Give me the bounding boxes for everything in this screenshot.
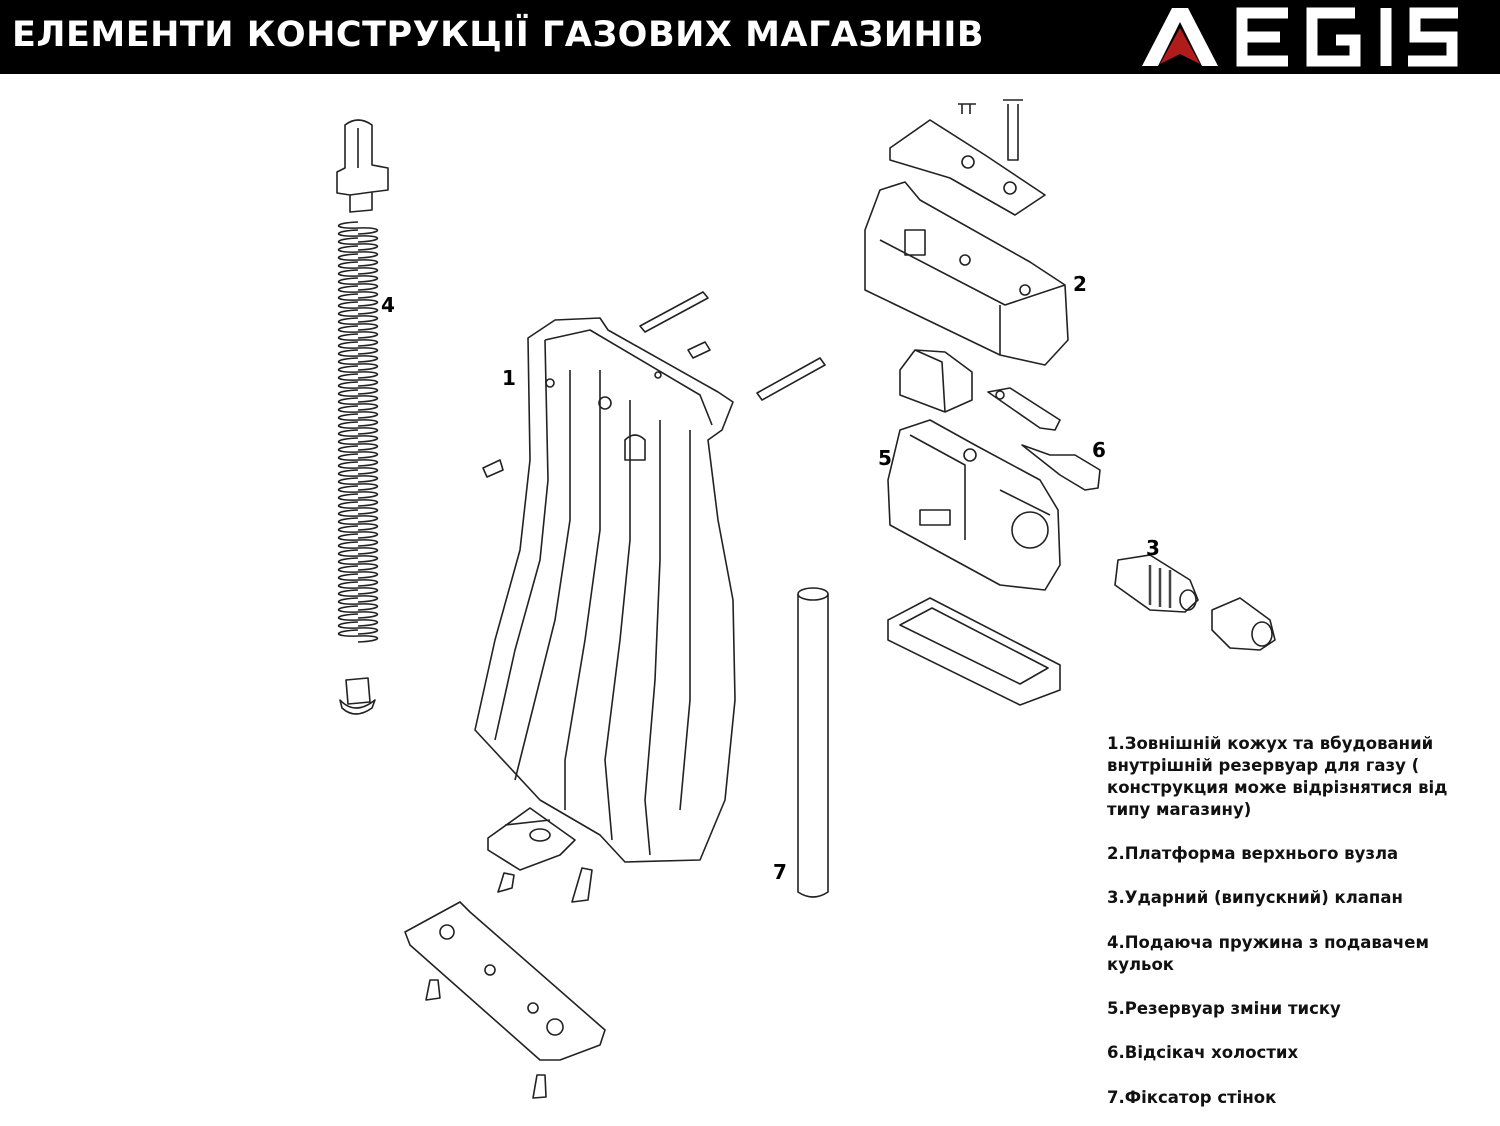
aegis-logo (1142, 7, 1458, 67)
legend-item-5: 5.Резервуар зміни тиску (1107, 999, 1341, 1018)
part-label-2: 2 (1073, 272, 1087, 296)
exploded-diagram (336, 99, 1276, 1099)
part-label-6: 6 (1092, 438, 1106, 462)
legend-item-1: 1.Зовнішній кожух та вбудований внутрішн… (1107, 734, 1448, 819)
legend-item-7: 7.Фіксатор стінок (1107, 1088, 1277, 1107)
bottom-block (487, 807, 576, 871)
pins-screws (425, 291, 826, 1099)
header-bar: ЕЛЕМЕНТИ КОНСТРУКЦІЇ ГАЗОВИХ МАГАЗИНІВ (0, 0, 1500, 74)
legend-item-4: 4.Подаюча пружина з подавачем кульок (1107, 933, 1429, 974)
follower-part (336, 119, 389, 213)
pressure-chamber-part (887, 349, 1061, 591)
release-valve-part (1114, 554, 1276, 651)
upper-platform-part (864, 99, 1069, 366)
knocker-parts (987, 387, 1101, 491)
chamber-gasket (887, 597, 1061, 706)
part-label-7: 7 (773, 860, 787, 884)
magazine-body-part (474, 317, 736, 863)
part-label-4: 4 (381, 293, 395, 317)
spring-base-plug (339, 677, 376, 715)
page-title: ЕЛЕМЕНТИ КОНСТРУКЦІЇ ГАЗОВИХ МАГАЗИНІВ (12, 15, 985, 55)
part-label-5: 5 (878, 446, 892, 470)
part-label-3: 3 (1146, 536, 1160, 560)
part-label-1: 1 (502, 366, 516, 390)
legend-item-2: 2.Платформа верхнього вузла (1107, 844, 1399, 863)
legend-item-3: 3.Ударний (випускний) клапан (1107, 888, 1403, 907)
wall-retainer-rod (797, 587, 829, 898)
base-plate (404, 901, 606, 1061)
magazine-spring (337, 221, 379, 643)
legend-item-6: 6.Відсікач холостих (1107, 1043, 1299, 1062)
